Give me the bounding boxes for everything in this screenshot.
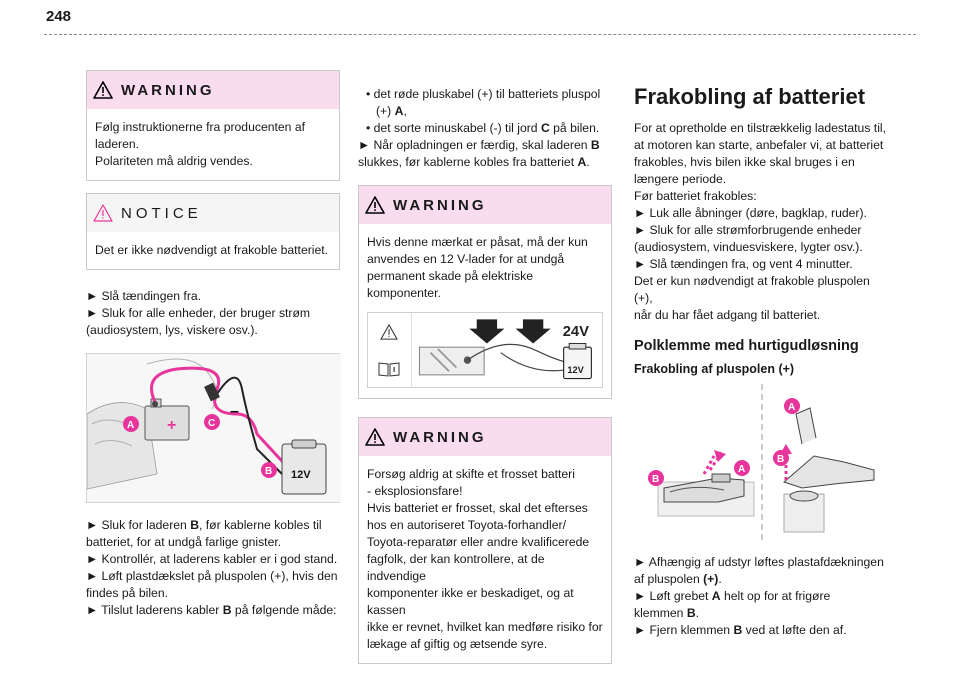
notice-body: Det er ikke nødvendigt at frakoble batte… xyxy=(95,243,329,257)
subsubheading: Frakobling af pluspolen (+) xyxy=(634,362,795,376)
bullet-line: ► Når opladningen er færdig, skal ladere… xyxy=(358,138,600,152)
intro-line: Før batteriet frakobles: xyxy=(634,189,757,203)
notice-title: NOTICE xyxy=(121,204,202,222)
intro-line: ► Luk alle åbninger (døre, bagklap, rude… xyxy=(634,206,867,220)
callout-c: C xyxy=(208,418,215,429)
notice-header: NOTICE xyxy=(87,194,339,232)
bullet-line: • det sorte minuskabel (-) til jord C på… xyxy=(366,121,600,135)
warning-header: WARNING xyxy=(359,186,611,224)
warning-line: permanent skade på elektriske komponente… xyxy=(367,269,533,300)
warning-title: WARNING xyxy=(121,81,215,99)
release-steps: ► Afhængig af udstyr løftes plastafdækni… xyxy=(634,554,890,639)
intro-text: For at opretholde en tilstrækkelig lades… xyxy=(634,120,890,324)
step-line: ► Sluk for laderen B, før kablerne koble… xyxy=(86,518,322,532)
steps-bottom: ► Sluk for laderen B, før kablerne koble… xyxy=(86,517,340,619)
intro-line: ► Sluk for alle strømforbrugende enheder xyxy=(634,223,862,237)
steps-top: ► Slå tændingen fra. ► Sluk for alle enh… xyxy=(86,288,340,339)
warning-line: Toyota-reparatør eller andre kvalificere… xyxy=(367,535,590,549)
manual-book-icon xyxy=(378,361,400,377)
notice-box: NOTICE Det er ikke nødvendigt at frakobl… xyxy=(86,193,340,270)
label-icons xyxy=(368,313,412,387)
warning-body: Forsøg aldrig at skifte et frosset batte… xyxy=(359,456,611,663)
column-2: • det røde pluskabel (+) til batteriets … xyxy=(358,86,612,676)
bullet-line: (+) A, xyxy=(376,104,407,118)
charger-voltage-label: 12V xyxy=(291,469,311,481)
warning-title: WARNING xyxy=(393,428,487,446)
bullet-line: • det røde pluskabel (+) til batteriets … xyxy=(366,87,601,101)
intro-line: længere periode. xyxy=(634,172,727,186)
step-line: klemmen B. xyxy=(634,606,700,620)
warning-title: WARNING xyxy=(393,196,487,214)
step-line: ► Sluk for alle enheder, der bruger strø… xyxy=(86,306,311,320)
intro-line: at motoren kan starte, anbefaler vi, at … xyxy=(634,138,884,152)
charger-connection-figure: 12V + – A C B xyxy=(86,353,341,503)
step-line: ► Kontrollér, at laderens kabler er i go… xyxy=(86,552,338,566)
intro-line: (audiosystem, vinduesviskere, lygter osv… xyxy=(634,240,863,254)
step-line: ► Løft grebet A helt op for at frigøre xyxy=(634,589,831,603)
bullet-line: slukkes, før kablerne kobles fra batteri… xyxy=(358,155,590,169)
caution-triangle-icon xyxy=(380,323,399,340)
connection-bullets: • det røde pluskabel (+) til batteriets … xyxy=(358,86,612,171)
warning-line: Hvis batteriet er frosset, skal det efte… xyxy=(367,501,588,515)
warning-triangle-icon xyxy=(93,81,113,99)
intro-line: For at opretholde en tilstrækkelig lades… xyxy=(634,121,886,135)
callout-a-left: A xyxy=(738,464,745,475)
warning-triangle-icon xyxy=(365,196,385,214)
step-line: ► Løft plastdækslet på pluspolen (+), hv… xyxy=(86,569,338,583)
intro-line: ► Slå tændingen fra, og vent 4 minutter. xyxy=(634,257,853,271)
warning-line: anvendes en 12 V-lader for at undgå xyxy=(367,252,565,266)
intro-line: når du har fået adgang til batteriet. xyxy=(634,308,821,322)
step-line: ► Afhængig af udstyr løftes plastafdækni… xyxy=(634,555,884,569)
warning-header: WARNING xyxy=(87,71,339,109)
callout-b-right: B xyxy=(777,454,784,465)
step-line: (audiosystem, lys, viskere osv.). xyxy=(86,323,258,337)
warning-line: lækage af giftig og ætsende syre. xyxy=(367,637,548,651)
warning-line: laderen. xyxy=(95,137,140,151)
step-line: batteriet, for at undgå farlige gnister. xyxy=(86,535,282,549)
warning-box-2: WARNING Hvis denne mærkat er påsat, må d… xyxy=(358,185,612,399)
warning-line: hos en autoriseret Toyota-forhandler/ xyxy=(367,518,566,532)
minus-symbol: – xyxy=(230,403,239,420)
step-line: ► Tilslut laderens kabler B på følgende … xyxy=(86,603,337,617)
step-line: af pluspolen (+). xyxy=(634,572,722,586)
header-divider xyxy=(44,34,916,35)
column-3: Frakobling af batteriet For at oprethold… xyxy=(634,84,890,639)
warning-header: WARNING xyxy=(359,418,611,456)
warning-box-1: WARNING Følg instruktionerne fra produce… xyxy=(86,70,340,181)
warning-line: Følg instruktionerne fra producenten af xyxy=(95,120,306,134)
label-12v: 12V xyxy=(567,365,584,375)
section-heading: Frakobling af batteriet xyxy=(634,84,866,109)
column-1: WARNING Følg instruktionerne fra produce… xyxy=(86,70,341,619)
subheading: Polklemme med hurtigudløsning xyxy=(634,338,859,354)
charger-label-illustration: 24V 12V xyxy=(411,315,602,383)
warning-line: - eksplosionsfare! xyxy=(367,484,463,498)
warning-line: fagfolk, der kan kontrollere, at de indv… xyxy=(367,552,545,583)
callout-b: B xyxy=(265,466,272,477)
plus-symbol: + xyxy=(167,417,176,434)
terminal-illustration: B A A B xyxy=(648,384,875,544)
terminal-release-figure: B A A B xyxy=(634,384,890,544)
warning-box-3: WARNING Forsøg aldrig at skifte et fross… xyxy=(358,417,612,664)
notice-triangle-icon xyxy=(93,204,113,222)
page-number: 248 xyxy=(46,8,72,25)
callout-b-left: B xyxy=(652,474,659,485)
warning-line: Hvis denne mærkat er påsat, må der kun xyxy=(367,235,588,249)
step-line: ► Fjern klemmen B ved at løfte den af. xyxy=(634,623,847,637)
warning-triangle-icon xyxy=(365,428,385,446)
warning-line: ikke er revnet, hvilket kan medføre risi… xyxy=(367,620,603,634)
voltage-label-figure: 24V 12V xyxy=(367,312,603,388)
warning-body: Hvis denne mærkat er påsat, må der kun a… xyxy=(359,224,611,302)
warning-line: Forsøg aldrig at skifte et frosset batte… xyxy=(367,467,575,481)
warning-body: Følg instruktionerne fra producenten af … xyxy=(87,109,339,180)
callout-a-right: A xyxy=(788,402,795,413)
intro-line: frakobles, hvis bilen ikke skal bruges i… xyxy=(634,155,855,169)
callout-a: A xyxy=(127,420,134,431)
step-line: ► Slå tændingen fra. xyxy=(86,289,202,303)
charger-illustration: 12V + – A C B xyxy=(86,354,341,502)
step-line: findes på bilen. xyxy=(86,586,168,600)
label-24v: 24V xyxy=(562,324,588,340)
warning-line: Polariteten må aldrig vendes. xyxy=(95,154,253,168)
intro-line: Det er kun nødvendigt at frakoble pluspo… xyxy=(634,274,870,305)
warning-line: komponenter ikke er beskadiget, og at ka… xyxy=(367,586,574,617)
